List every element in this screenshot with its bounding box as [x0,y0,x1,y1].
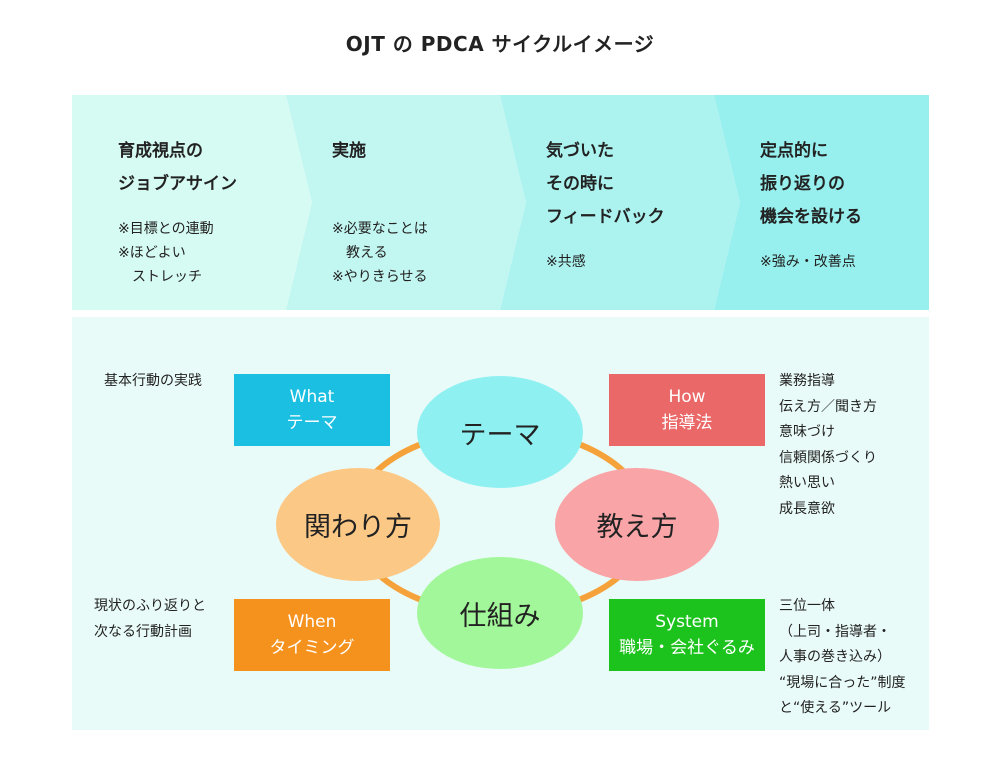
step-plan-heading: 育成視点の ジョブアサイン [118,141,237,194]
when-box: When タイミング [234,599,390,671]
pdca-steps: 育成視点の ジョブアサイン ※目標との連動 ※ほどよい ストレッチ 実施 ※必要… [72,95,929,310]
step-do: 実施 ※必要なことは 教える ※やりきらせる [286,95,500,310]
system-box-title: System [655,612,719,632]
what-description: 基本行動の実践 [104,373,202,389]
step-2-shape [286,95,526,310]
step-check: 気づいた その時に フィードバック ※共感 [500,95,714,310]
step-do-heading: 実施 [332,141,366,161]
circle-involvement-label: 関わり方 [304,512,412,543]
when-description: 現状のふり返りと 次なる行動計画 [94,598,206,640]
when-box-title: When [287,612,337,632]
system-description: 三位一体 （上司・指導者・ 人事の巻き込み） “現場に合った”制度 と“使える”… [779,598,906,716]
circle-theme-label: テーマ [459,419,541,451]
circle-theme: テーマ [417,376,583,488]
page-title: OJT の PDCA サイクルイメージ [345,32,655,56]
step-do-notes: ※必要なことは 教える ※やりきらせる [332,221,428,285]
what-box: What テーマ [234,374,390,446]
circle-system: 仕組み [417,557,583,669]
when-box-subtitle: タイミング [269,638,355,658]
what-box-title: What [289,387,335,407]
how-box-subtitle: 指導法 [661,413,713,433]
step-plan-notes: ※目標との連動 ※ほどよい ストレッチ [118,221,214,285]
step-4-shape [714,95,929,310]
how-box: How 指導法 [609,374,765,446]
step-3-shape [500,95,740,310]
step-plan: 育成視点の ジョブアサイン ※目標との連動 ※ほどよい ストレッチ [72,95,286,310]
step-check-heading: 気づいた その時に フィードバック [546,141,665,227]
how-box-title: How [668,387,706,407]
step-act-heading: 定点的に 振り返りの 機会を設ける [760,141,862,227]
how-description: 業務指導 伝え方／聞き方 意味づけ 信頼関係づくり 熱い思い 成長意欲 [779,373,877,517]
step-chevrons [72,95,929,310]
circle-teaching: 教え方 [555,468,719,581]
circle-teaching-label: 教え方 [596,512,678,543]
step-act-notes: ※強み・改善点 [760,254,856,270]
system-box-subtitle: 職場・会社ぐるみ [619,638,755,658]
circle-involvement: 関わり方 [276,468,440,581]
what-box-subtitle: テーマ [286,413,338,433]
step-act: 定点的に 振り返りの 機会を設ける ※強み・改善点 [714,95,929,310]
circle-system-label: 仕組み [459,600,541,632]
system-box: System 職場・会社ぐるみ [609,599,765,671]
step-check-notes: ※共感 [546,254,586,270]
step-1-shape [72,95,312,310]
